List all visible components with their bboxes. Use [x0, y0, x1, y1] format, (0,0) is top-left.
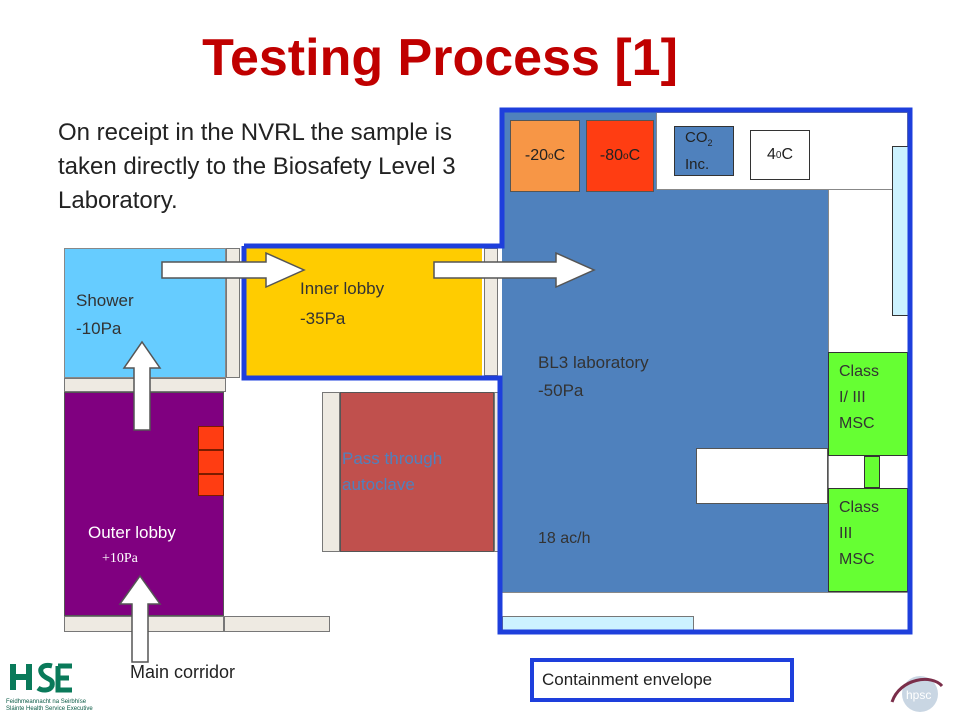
hse-subtitle: Feidhmeannacht na Seirbhíse Sláinte Heal… — [6, 699, 93, 712]
co2-subscript: 2 — [707, 138, 713, 148]
wall-strip — [224, 616, 330, 632]
outer-lobby-pressure: +10Pa — [102, 551, 138, 566]
msc-class-3: Class III MSC — [828, 488, 908, 592]
degree-symbol: o — [548, 150, 554, 162]
co2-top-line: CO2 — [685, 127, 733, 154]
autoclave — [340, 392, 494, 552]
msc-line: III — [839, 525, 853, 542]
storage-cabinet — [198, 426, 224, 450]
co2-inc-label: Inc. — [685, 156, 710, 173]
arrow-up-icon — [122, 340, 162, 431]
arrow-right-icon — [161, 251, 306, 289]
msc-line: MSC — [839, 415, 875, 432]
msc-class-1-3: Class I/ III MSC — [828, 352, 908, 456]
degree-symbol: 0 — [775, 149, 782, 161]
shower-name: Shower — [76, 291, 134, 310]
door-jamb — [226, 248, 240, 378]
msc-line: Class — [839, 363, 880, 380]
unit: C — [628, 147, 641, 164]
hpsc-logo-icon — [890, 676, 944, 712]
degree-symbol: o — [623, 150, 629, 162]
hpsc-logo: hpsc — [884, 672, 948, 716]
msc-line: MSC — [839, 551, 875, 568]
arrow-up-icon — [118, 574, 162, 663]
bl3-lab-name: BL3 laboratory — [538, 353, 649, 372]
msc-line: I/ III — [839, 389, 866, 406]
bl3-lab-pressure: -50Pa — [538, 381, 584, 400]
freezer-minus80-value: -80 — [599, 147, 623, 164]
co2-incubator: CO2 Inc. — [674, 126, 734, 176]
bl3-lab-air-changes: 18 ac/h — [538, 530, 591, 547]
hpsc-text: hpsc — [906, 688, 932, 702]
bl3-lab-room — [502, 112, 828, 592]
intro-text: On receipt in the NVRL the sample is tak… — [58, 119, 456, 214]
hse-logo-icon — [10, 663, 72, 693]
autoclave-door — [322, 392, 340, 552]
inner-lobby-pressure: -35Pa — [300, 309, 346, 328]
main-corridor-label: Main corridor — [130, 662, 236, 682]
msc-line: Class — [839, 499, 880, 516]
autoclave-label: Pass through autoclave — [342, 449, 443, 494]
unit: C — [781, 146, 794, 163]
hse-logo: Feidhmeannacht na Seirbhíse Sláinte Heal… — [6, 660, 102, 716]
storage-cabinet — [198, 474, 224, 496]
storage-cabinet — [198, 450, 224, 474]
arrow-right-icon — [433, 251, 596, 289]
page-title: Testing Process [1] — [202, 29, 678, 87]
shower-pressure: -10Pa — [76, 319, 122, 338]
outer-lobby-name: Outer lobby — [88, 523, 176, 542]
containment-legend: Containment envelope — [530, 658, 794, 702]
co2-label: CO — [685, 129, 708, 146]
lab-bench-middle — [696, 448, 828, 504]
msc-connector — [864, 456, 880, 488]
unit: C — [553, 147, 566, 164]
fridge-value: 4 — [766, 146, 776, 163]
inner-lobby-name: Inner lobby — [300, 279, 385, 298]
freezer-minus20-value: -20 — [524, 147, 548, 164]
